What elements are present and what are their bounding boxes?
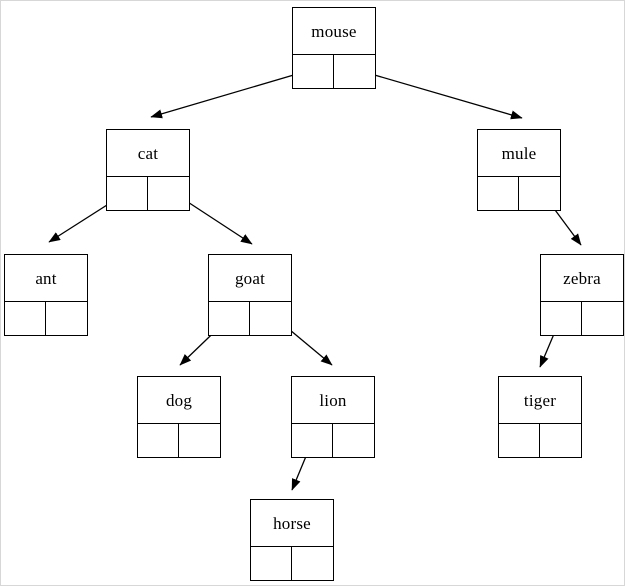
right-pointer-cell[interactable] (333, 424, 374, 457)
right-pointer-cell[interactable] (250, 302, 291, 335)
tree-node-pointer-row (499, 424, 581, 457)
left-pointer-cell[interactable] (209, 302, 250, 335)
tree-node-pointer-row (478, 177, 560, 210)
right-pointer-cell[interactable] (540, 424, 581, 457)
edge-arrow-mouse-to-cat (150, 68, 315, 119)
tree-node-label: goat (209, 255, 291, 302)
right-pointer-cell[interactable] (582, 302, 623, 335)
tree-node-cat[interactable]: cat (106, 129, 190, 211)
tree-node-pointer-row (107, 177, 189, 210)
tree-node-pointer-row (5, 302, 87, 335)
tree-node-pointer-row (541, 302, 623, 335)
tree-node-pointer-row (251, 547, 333, 580)
tree-node-label: ant (5, 255, 87, 302)
left-pointer-cell[interactable] (499, 424, 540, 457)
tree-node-pointer-row (293, 55, 375, 88)
tree-node-label: dog (138, 377, 220, 424)
tree-node-label: cat (107, 130, 189, 177)
left-pointer-cell[interactable] (107, 177, 148, 210)
left-pointer-cell[interactable] (251, 547, 292, 580)
left-pointer-cell[interactable] (541, 302, 582, 335)
tree-node-dog[interactable]: dog (137, 376, 221, 458)
right-pointer-cell[interactable] (334, 55, 375, 88)
tree-node-pointer-row (138, 424, 220, 457)
left-pointer-cell[interactable] (478, 177, 519, 210)
left-pointer-cell[interactable] (293, 55, 334, 88)
right-pointer-cell[interactable] (519, 177, 560, 210)
tree-node-zebra[interactable]: zebra (540, 254, 624, 336)
tree-node-tiger[interactable]: tiger (498, 376, 582, 458)
tree-node-mule[interactable]: mule (477, 129, 561, 211)
right-pointer-cell[interactable] (46, 302, 87, 335)
edge-arrow-mouse-to-mule (353, 68, 523, 120)
tree-node-label: mouse (293, 8, 375, 55)
right-pointer-cell[interactable] (179, 424, 220, 457)
tree-node-mouse[interactable]: mouse (292, 7, 376, 89)
left-pointer-cell[interactable] (5, 302, 46, 335)
tree-node-goat[interactable]: goat (208, 254, 292, 336)
tree-node-lion[interactable]: lion (291, 376, 375, 458)
right-pointer-cell[interactable] (148, 177, 189, 210)
tree-node-label: tiger (499, 377, 581, 424)
tree-node-pointer-row (292, 424, 374, 457)
tree-node-horse[interactable]: horse (250, 499, 334, 581)
tree-node-label: zebra (541, 255, 623, 302)
tree-node-label: lion (292, 377, 374, 424)
tree-node-pointer-row (209, 302, 291, 335)
tree-node-label: horse (251, 500, 333, 547)
tree-node-ant[interactable]: ant (4, 254, 88, 336)
left-pointer-cell[interactable] (138, 424, 179, 457)
right-pointer-cell[interactable] (292, 547, 333, 580)
left-pointer-cell[interactable] (292, 424, 333, 457)
tree-node-label: mule (478, 130, 560, 177)
